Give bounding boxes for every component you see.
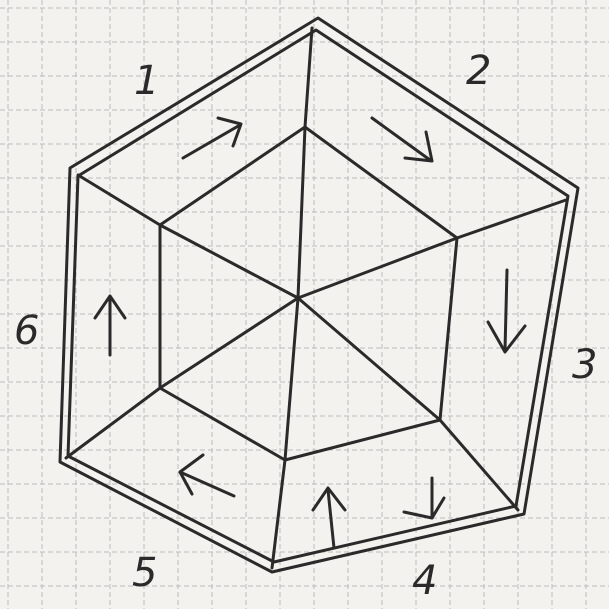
arrow-side-2 xyxy=(372,118,432,161)
trapezoid-edges xyxy=(66,28,566,568)
arrow-side-5 xyxy=(180,455,234,496)
side-label-4: 4 xyxy=(412,558,437,604)
arrow-side-6 xyxy=(95,296,125,355)
arrow-side-3 xyxy=(488,270,525,352)
side-label-3: 3 xyxy=(572,342,597,388)
side-label-5: 5 xyxy=(132,550,157,596)
side-label-1: 1 xyxy=(134,58,159,104)
side-label-6: 6 xyxy=(14,308,39,354)
center-spokes xyxy=(160,127,457,460)
side-label-2: 2 xyxy=(466,48,491,94)
